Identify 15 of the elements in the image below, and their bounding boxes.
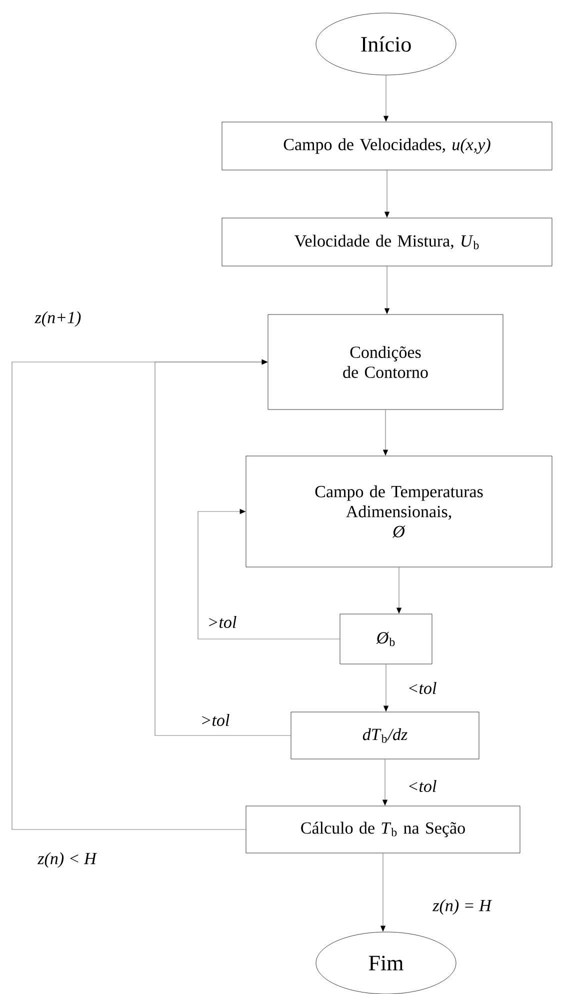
process-box: Campo de Temperaturas Adimensionais, Ø (246, 456, 552, 568)
edge-label: z(n) = H (432, 898, 492, 916)
edge-label: >tol (199, 713, 231, 727)
arrow (198, 508, 340, 640)
edge-label: <tol (406, 779, 438, 793)
edge-label: z(n) < H (36, 851, 98, 869)
process-box: Ø$_{b}$ (340, 614, 432, 664)
process-box: Velocidade de Mistura, U$_{b}$ (222, 218, 552, 266)
edge-label: <tol (406, 681, 438, 695)
process-box: Condições de Contorno (268, 314, 504, 410)
process-box: Cálculo de T$_{b}$ na Seção (246, 806, 520, 854)
note-text: z(n+1) (34, 311, 81, 327)
process-box: dT$_{b}$/dz (290, 712, 480, 760)
process-box: Campo de Velocidades, u(x,y) (222, 122, 552, 170)
edge-label: >tol (206, 615, 238, 629)
